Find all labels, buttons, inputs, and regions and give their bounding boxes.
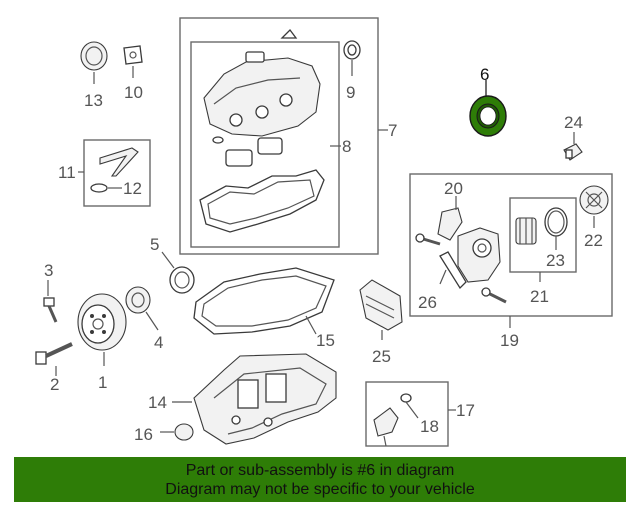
part-label-2[interactable]: 2 <box>50 375 59 394</box>
pulley-part-1[interactable] <box>77 293 127 351</box>
oil-filler-cap-part-13[interactable] <box>80 41 108 71</box>
part-label-3[interactable]: 3 <box>44 261 53 280</box>
part-label-24[interactable]: 24 <box>564 113 583 132</box>
part-label-15[interactable]: 15 <box>316 331 335 350</box>
part-label-26[interactable]: 26 <box>418 293 437 312</box>
oil-pan-gasket-part-15[interactable] <box>193 267 335 335</box>
gasket-part-10[interactable] <box>123 45 143 65</box>
spark-plug-gaskets[interactable] <box>212 136 283 167</box>
tube-group-box <box>83 139 151 207</box>
o-ring-part-18[interactable] <box>400 393 412 403</box>
bolt-part-in-19b[interactable] <box>481 287 507 304</box>
part-label-12[interactable]: 12 <box>123 179 142 198</box>
footer-banner: Part or sub-assembly is #6 in diagram Di… <box>14 457 626 502</box>
part-label-19[interactable]: 19 <box>500 331 519 350</box>
valve-cover-group-box <box>179 17 379 255</box>
oil-pan-part-14[interactable] <box>193 353 337 445</box>
gasket-part-26[interactable] <box>439 251 467 290</box>
dipstick-group-box <box>365 381 449 447</box>
part-label-9[interactable]: 9 <box>346 83 355 102</box>
sensor-part-24[interactable] <box>563 143 583 161</box>
filter-element-box <box>509 197 577 273</box>
dipstick-part[interactable] <box>373 407 399 447</box>
oil-filter-housing-box <box>409 173 613 317</box>
bolt-part-3[interactable] <box>43 297 58 323</box>
o-ring-part-23[interactable] <box>544 207 568 237</box>
oil-cooler-part-25[interactable] <box>359 279 403 331</box>
seal-part-5[interactable] <box>169 266 195 294</box>
part-label-18[interactable]: 18 <box>420 417 439 436</box>
part-label-10[interactable]: 10 <box>124 83 143 102</box>
part-label-6[interactable]: 6 <box>480 65 489 84</box>
valve-cover-gasket-part[interactable] <box>199 169 325 233</box>
part-label-13[interactable]: 13 <box>84 91 103 110</box>
part-label-8[interactable]: 8 <box>342 137 351 156</box>
part-label-1[interactable]: 1 <box>98 373 107 392</box>
part-label-20[interactable]: 20 <box>444 179 463 198</box>
filter-element-part[interactable] <box>515 217 537 245</box>
tube-part[interactable] <box>99 147 139 177</box>
seal-part-9[interactable] <box>343 40 361 60</box>
footer-line-2: Diagram may not be specific to your vehi… <box>165 481 475 498</box>
part-label-16[interactable]: 16 <box>134 425 153 444</box>
part-label-17[interactable]: 17 <box>456 401 475 420</box>
part-label-14[interactable]: 14 <box>148 393 167 412</box>
part-label-11[interactable]: 11 <box>58 163 76 182</box>
part-label-4[interactable]: 4 <box>154 333 163 352</box>
bolt-part-2[interactable] <box>35 342 73 365</box>
part-label-25[interactable]: 25 <box>372 347 391 366</box>
cap-part-22[interactable] <box>579 185 609 215</box>
bolt-part-in-19[interactable] <box>415 233 441 246</box>
valve-cover-part[interactable] <box>203 29 321 137</box>
part-label-22[interactable]: 22 <box>584 231 603 250</box>
valve-cover-subgroup-box <box>190 41 340 248</box>
part-label-5[interactable]: 5 <box>150 235 159 254</box>
highlighted-seal-part-6[interactable] <box>469 95 507 137</box>
damper-part-4[interactable] <box>125 286 151 314</box>
part-label-23[interactable]: 23 <box>546 251 565 270</box>
footer-line-1: Part or sub-assembly is #6 in diagram <box>185 462 455 479</box>
o-ring-part-12[interactable] <box>90 183 108 193</box>
parts-diagram: 7 8 9 6 13 <box>35 17 613 447</box>
part-label-21[interactable]: 21 <box>530 287 549 306</box>
oil-filter-housing-part[interactable] <box>457 227 501 283</box>
part-label-7[interactable]: 7 <box>388 121 397 140</box>
bracket-part-20[interactable] <box>437 207 463 241</box>
drain-plug-part-16[interactable] <box>174 423 194 441</box>
